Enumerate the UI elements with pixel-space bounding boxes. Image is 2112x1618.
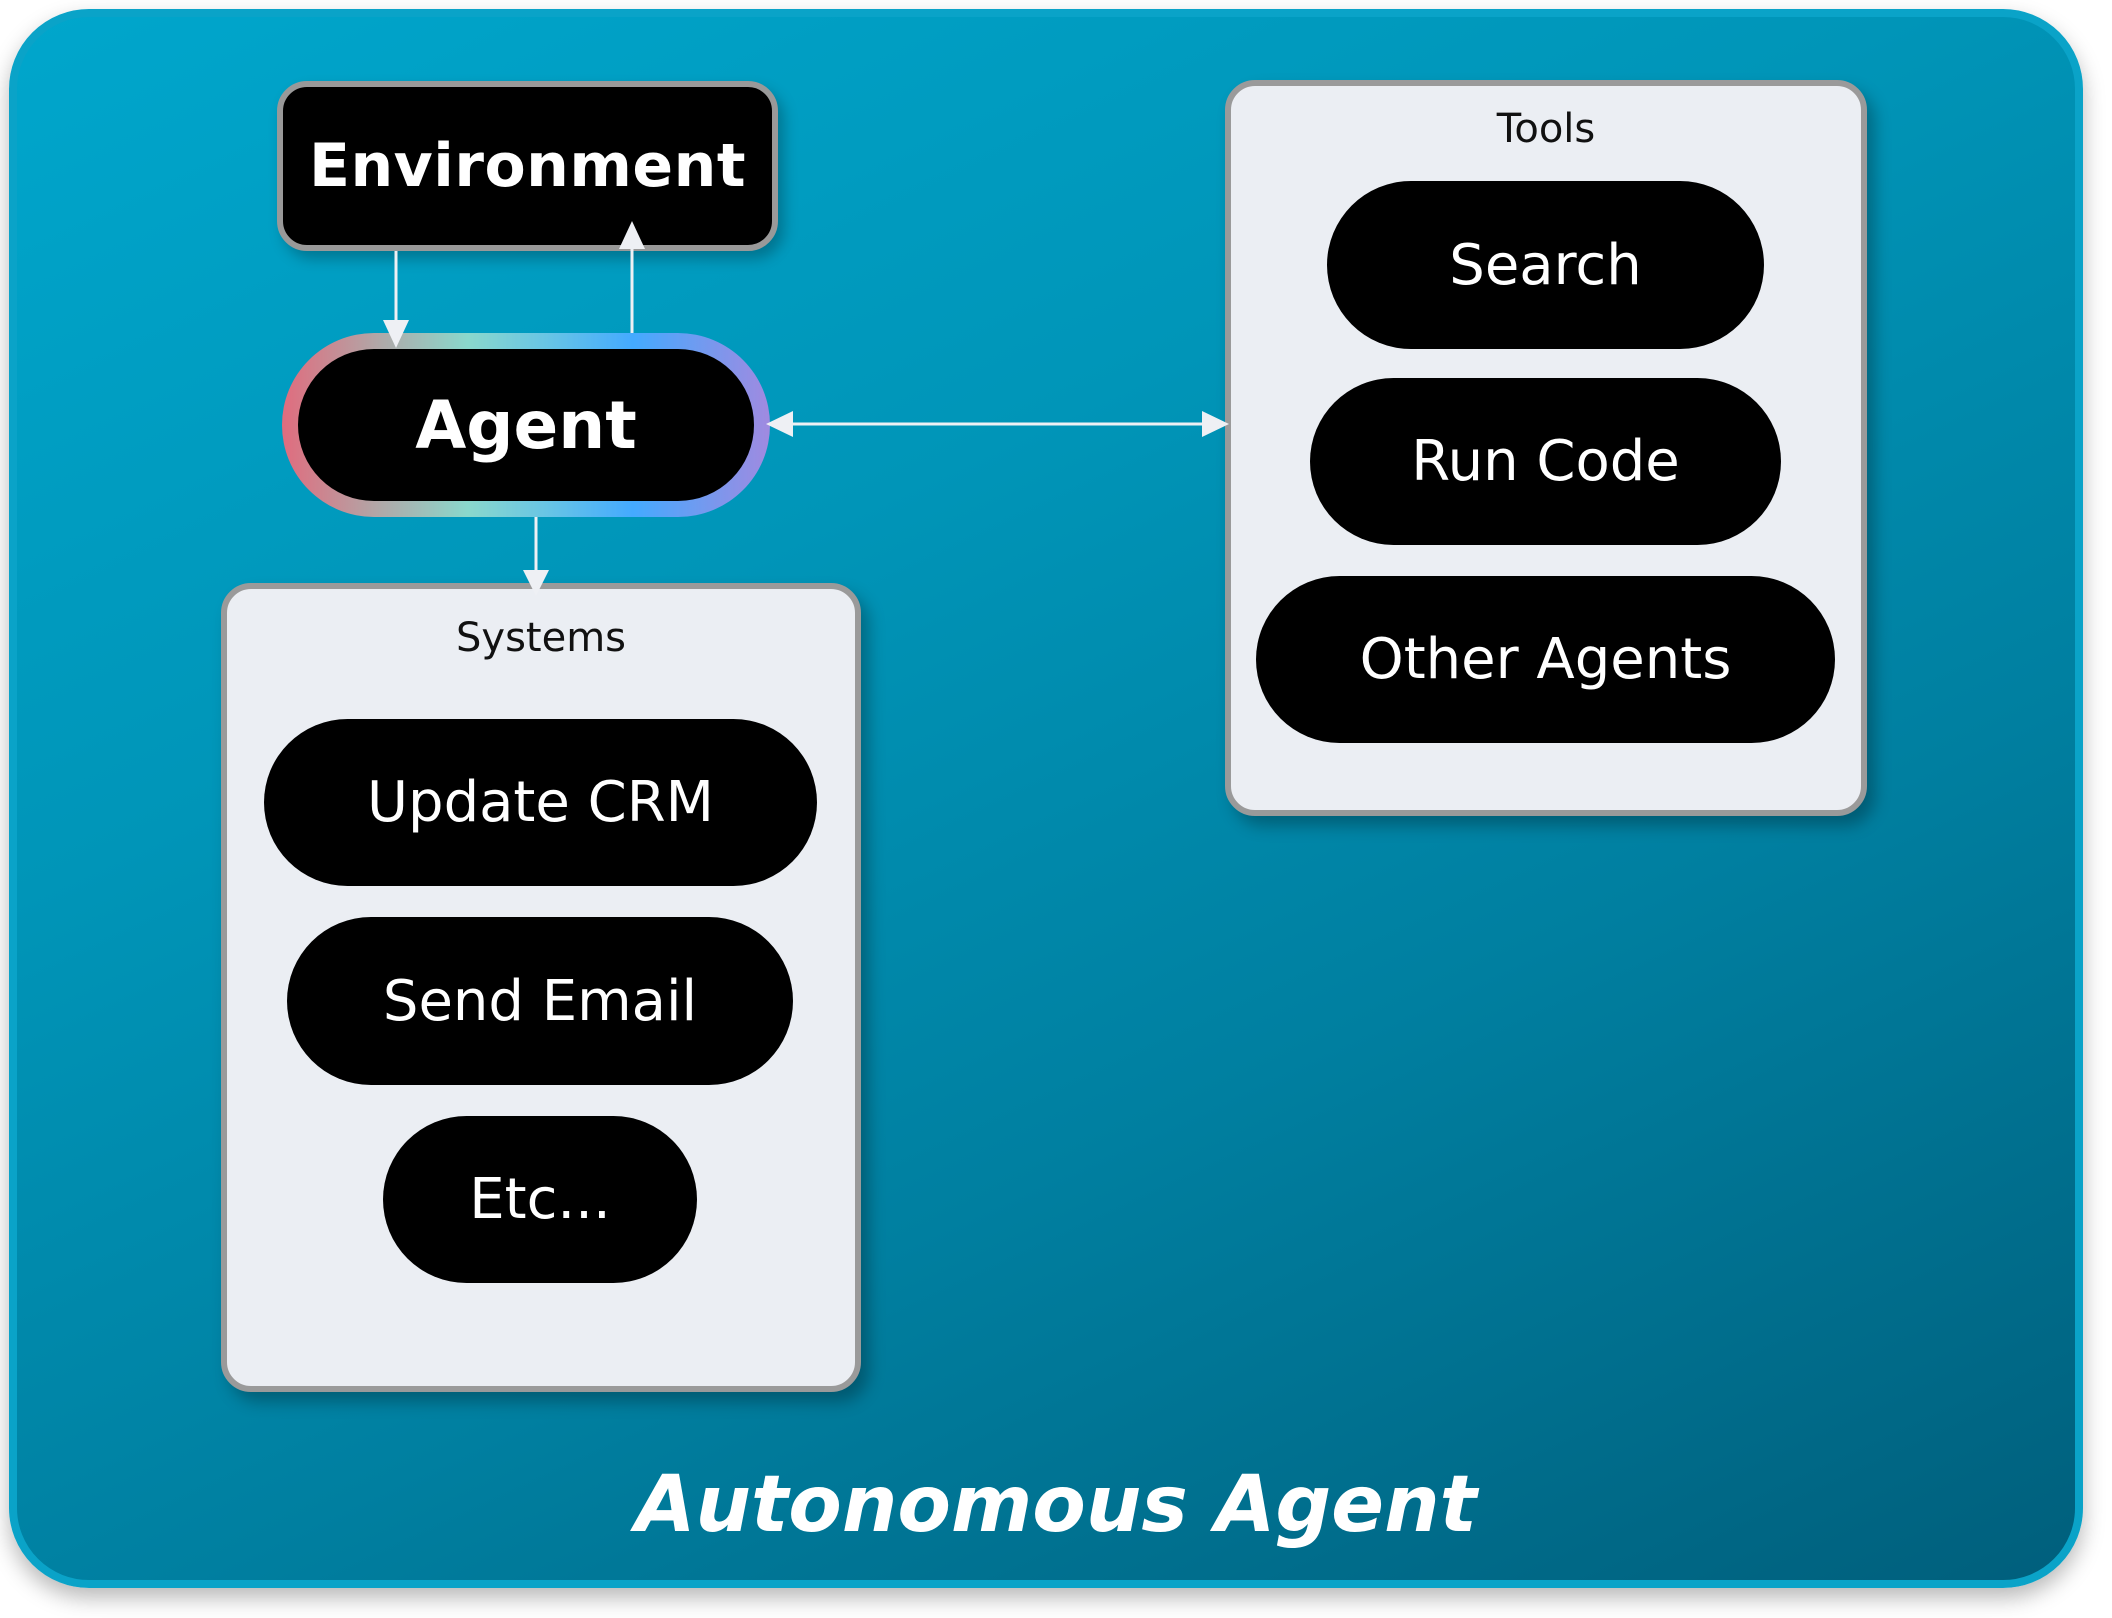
tools-panel-title: Tools (1496, 106, 1596, 152)
tool-item-label: Run Code (1411, 429, 1680, 494)
tool-item-search[interactable]: Search (1327, 181, 1764, 349)
system-item-send-email[interactable]: Send Email (287, 917, 793, 1085)
system-item-etc[interactable]: Etc... (383, 1116, 697, 1283)
agent-label: Agent (415, 386, 637, 464)
tool-item-label: Search (1449, 232, 1642, 298)
diagram-title: Autonomous Agent (635, 1460, 1477, 1550)
tool-item-other-agents[interactable]: Other Agents (1256, 576, 1835, 743)
system-item-update-crm[interactable]: Update CRM (264, 719, 817, 886)
environment-node[interactable]: Environment (277, 81, 778, 251)
agent-node-body: Agent (298, 349, 754, 501)
system-item-label: Etc... (469, 1167, 611, 1232)
environment-label: Environment (308, 131, 746, 201)
tool-item-label: Other Agents (1359, 627, 1732, 692)
system-item-label: Update CRM (367, 770, 714, 835)
arrow-environment-to-agent (383, 251, 409, 348)
agent-node[interactable]: Agent (282, 333, 770, 517)
system-item-label: Send Email (382, 968, 698, 1034)
systems-panel-title: Systems (456, 615, 626, 661)
tool-item-run-code[interactable]: Run Code (1310, 378, 1781, 545)
arrow-agent-tools-bidirectional (766, 411, 1229, 437)
arrow-agent-to-systems (523, 517, 549, 596)
arrow-agent-to-environment (619, 221, 645, 333)
